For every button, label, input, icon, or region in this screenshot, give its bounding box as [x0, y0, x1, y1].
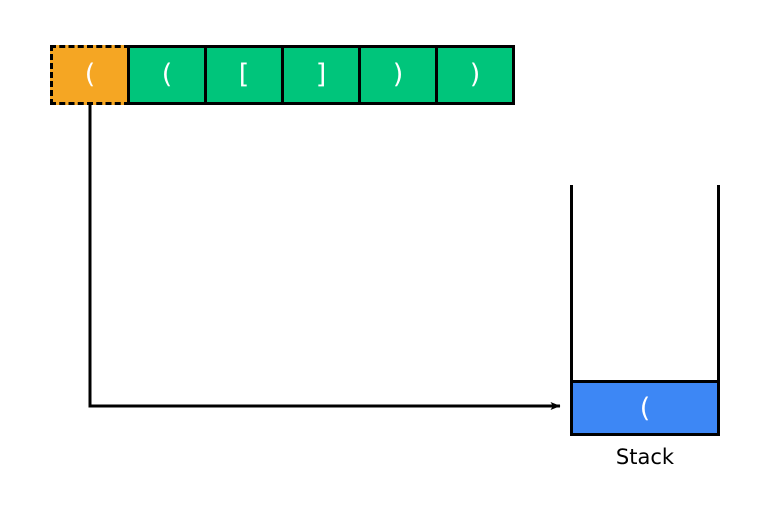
- token-glyph: [: [238, 58, 250, 90]
- stack-label: Stack: [615, 445, 675, 469]
- token-glyph: ): [469, 58, 481, 90]
- token-glyph: ]: [315, 58, 327, 90]
- input-token-3[interactable]: ]: [281, 45, 361, 105]
- input-token-2[interactable]: [: [204, 45, 284, 105]
- stack-container: (: [570, 185, 720, 436]
- input-expression: ( ( [ ] ) ): [50, 45, 515, 105]
- input-token-4[interactable]: ): [358, 45, 438, 105]
- input-token-5[interactable]: ): [435, 45, 515, 105]
- token-glyph: ): [392, 58, 404, 90]
- input-token-0[interactable]: (: [50, 45, 130, 105]
- stack-item-0[interactable]: (: [570, 380, 720, 436]
- token-glyph: (: [84, 58, 96, 90]
- stack-item-glyph: (: [639, 392, 651, 424]
- push-arrow-path: [88, 105, 561, 410]
- input-token-1[interactable]: (: [127, 45, 207, 105]
- token-glyph: (: [161, 58, 173, 90]
